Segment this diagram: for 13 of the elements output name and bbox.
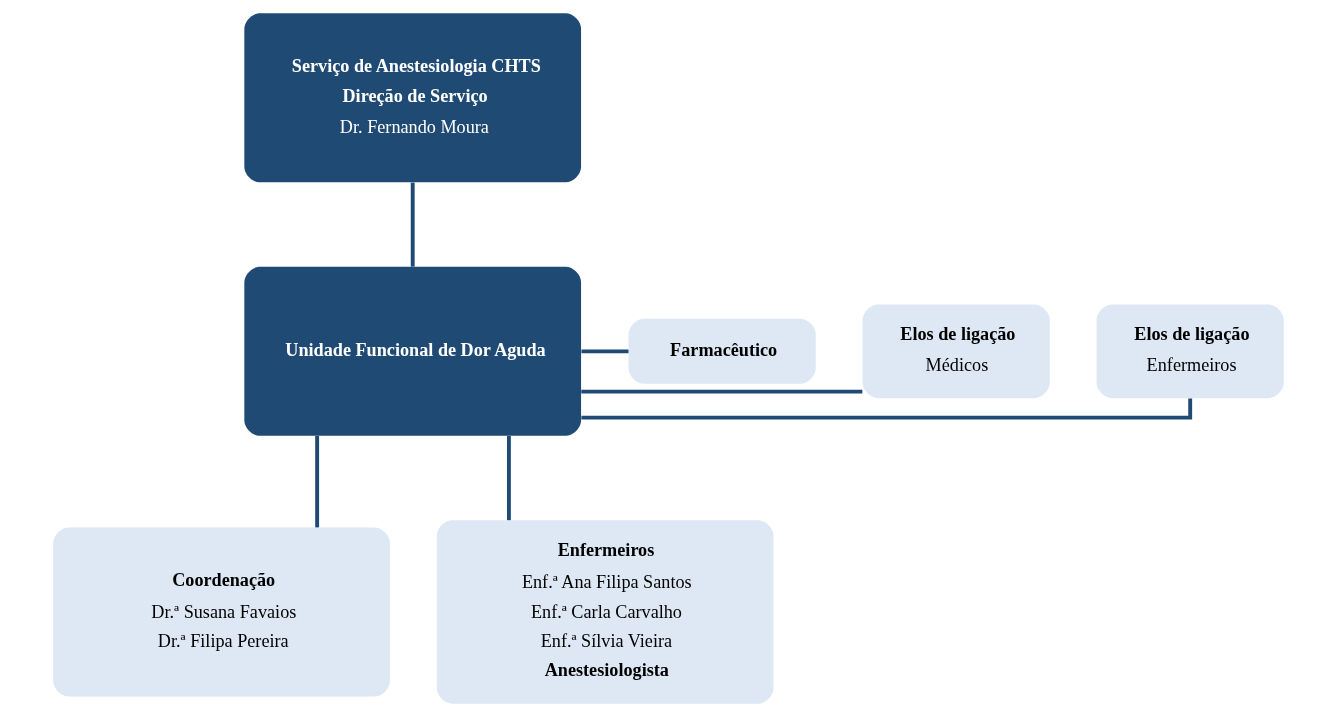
node-box: Elos de ligação Enfermeiros (1096, 304, 1284, 399)
connector (315, 436, 320, 528)
connector (581, 398, 1193, 420)
node-box: Unidade Funcional de Dor Aguda (244, 266, 582, 436)
node-box: Enfermeiros Enf.ª Ana Filipa Santos Enf.ª Carla Carvalho Enf.ª Sílvia Vieira Anestesiologista (436, 520, 774, 704)
connector (506, 436, 511, 521)
connector (581, 389, 863, 394)
node-box: Serviço de Anestesiologia CHTS Direção de Serviço Dr. Fernando Moura (244, 13, 582, 183)
node-box: Farmacêutico (628, 318, 816, 384)
node-box: Elos de ligação Médicos (862, 304, 1050, 399)
node-box: Coordenação Dr.ª Susana Favaios Dr.ª Filipa Pereira (53, 527, 390, 697)
connector (410, 182, 415, 267)
connector (581, 349, 629, 354)
